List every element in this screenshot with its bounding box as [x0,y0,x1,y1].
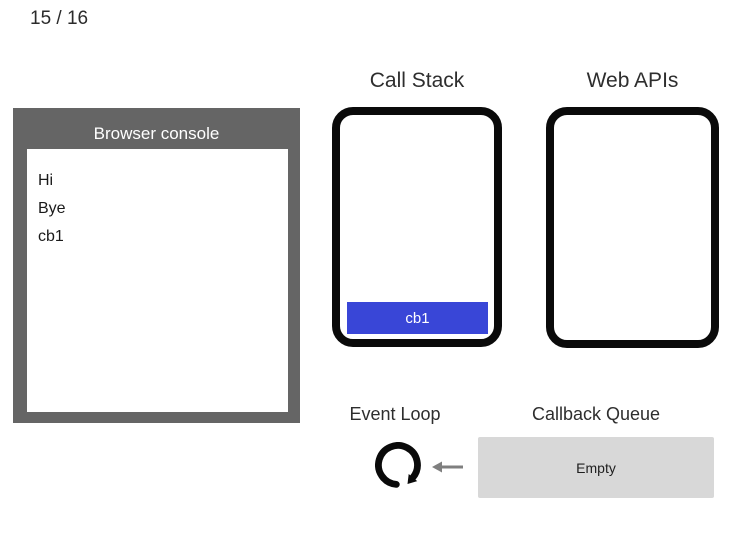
call-stack-box: cb1 [332,107,502,347]
web-apis-box [546,107,719,348]
callback-queue-box: Empty [478,437,714,498]
stack-frame: cb1 [347,302,488,334]
browser-console-panel: Browser console Hi Bye cb1 [13,108,300,423]
call-stack-title: Call Stack [369,69,465,92]
callback-queue-empty-label: Empty [576,459,616,476]
console-log-line: cb1 [38,228,64,245]
web-apis-title: Web APIs [586,69,679,92]
console-log-line: Bye [38,200,66,217]
callback-queue-title: Callback Queue [531,404,661,424]
console-log-line: Hi [38,172,54,189]
clockwise-cycle-icon [375,442,421,488]
event-loop-title: Event Loop [349,404,441,424]
slide-counter: 15 / 16 [30,8,89,29]
browser-console-title: Browser console [93,124,220,143]
left-arrow-icon [432,461,463,473]
browser-console-output: Hi Bye cb1 [27,149,288,412]
